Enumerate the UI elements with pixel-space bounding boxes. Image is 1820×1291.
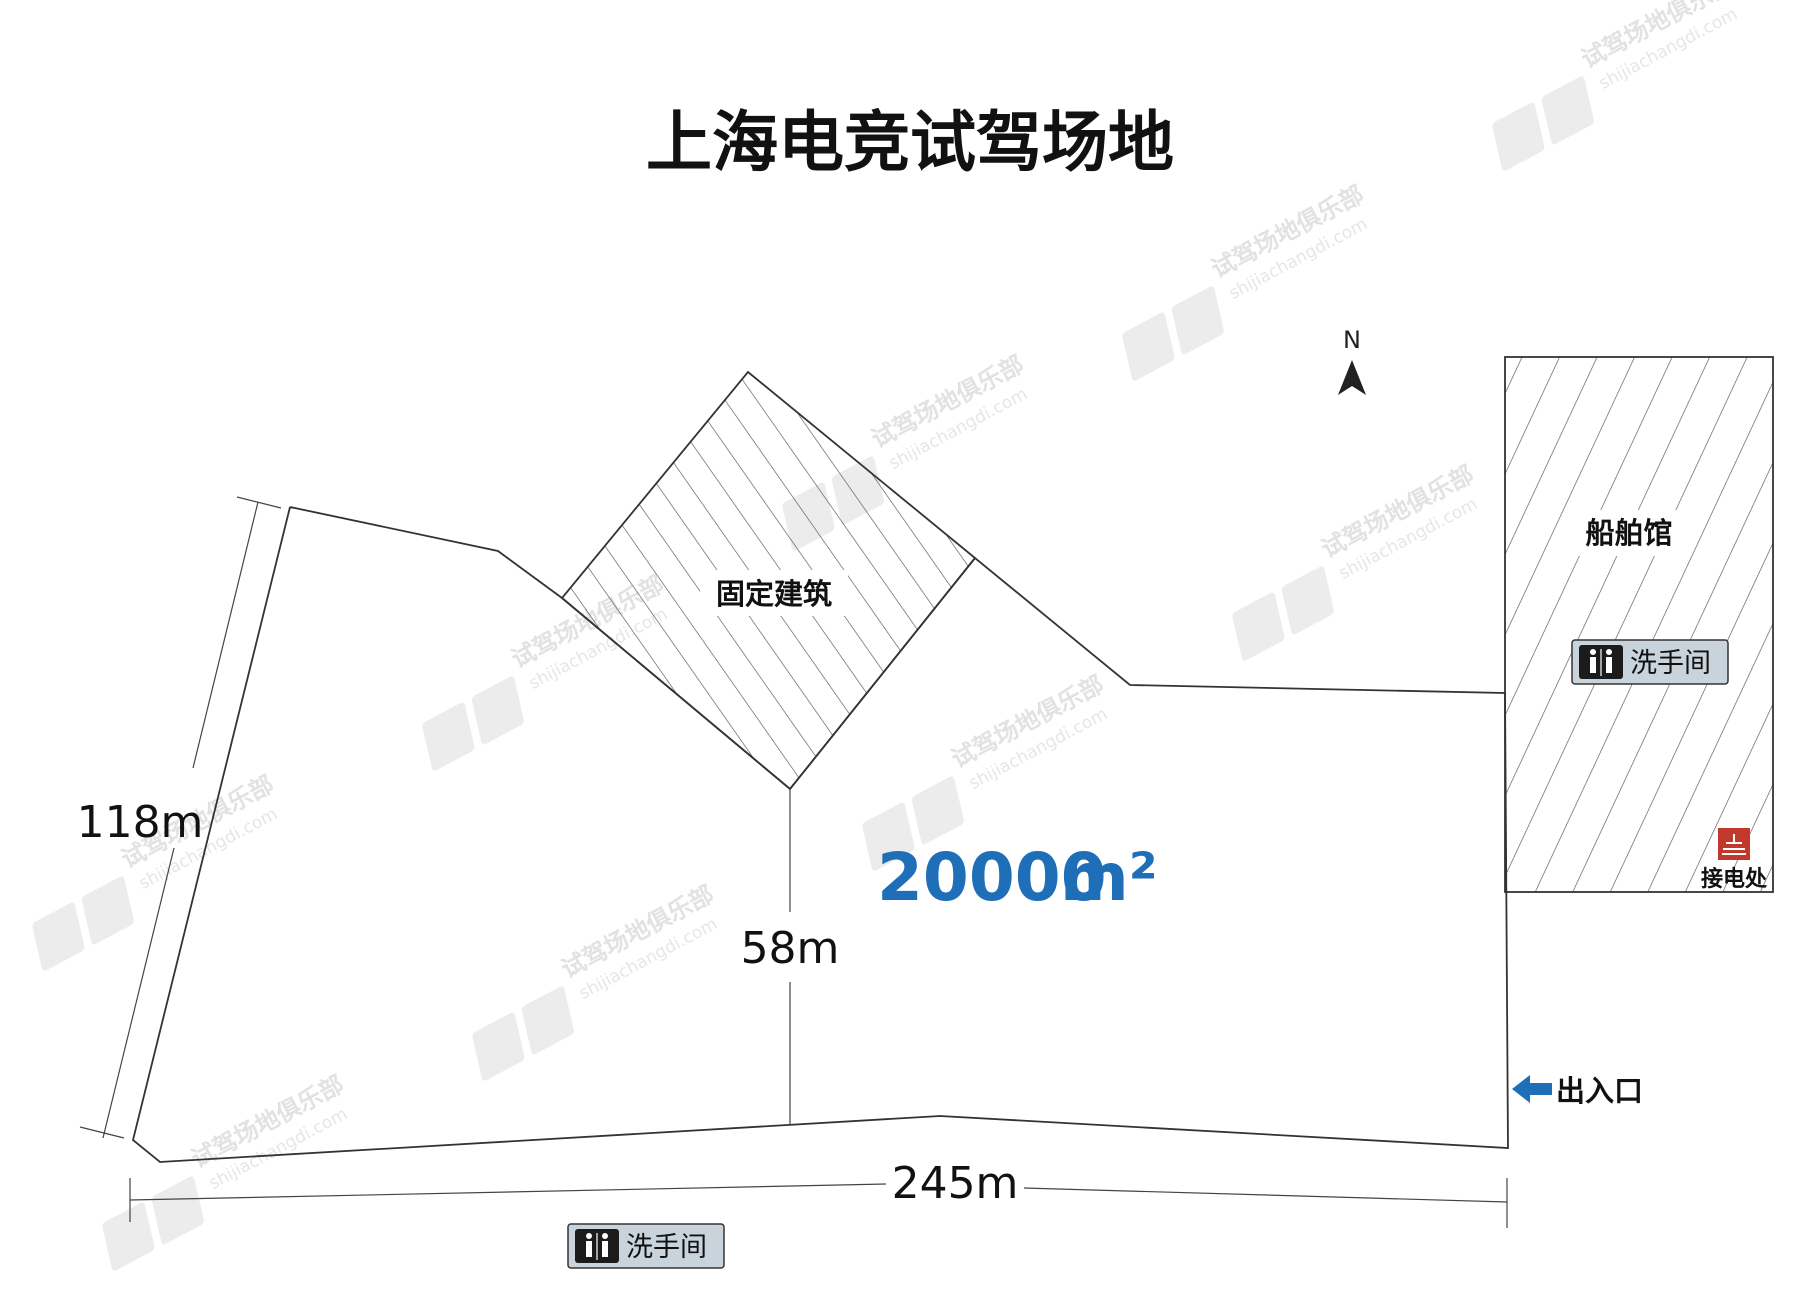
fixed-building-label: 固定建筑 (716, 577, 832, 611)
area-value: 20000 (877, 839, 1107, 916)
ship-hall-label-bg (1568, 510, 1690, 556)
dimension-left-label: 118m (77, 797, 204, 848)
watermark-logo: 试驾场地俱乐部 shijiachangdi.com (460, 880, 721, 1083)
ship-hall-label: 船舶馆 (1585, 516, 1672, 550)
power-point: 接电处 (1701, 828, 1767, 892)
arrow-left-icon (1512, 1075, 1552, 1103)
ship-hall-building (1504, 356, 1774, 893)
restroom-sign: 洗手间 (1571, 639, 1729, 685)
dimension-bottom-label: 245m (892, 1158, 1019, 1209)
fixed-building-label-bg (700, 570, 848, 616)
watermark-logo: 试驾场地俱乐部 shijiachangdi.com (90, 1070, 351, 1273)
power-label: 接电处 (1701, 866, 1767, 892)
dimension-bottom: 245m (129, 1158, 1508, 1228)
restroom-sign-bottom: 洗手间 (567, 1223, 725, 1269)
dimension-inner-label: 58m (741, 923, 840, 974)
watermark-logo: 试驾场地俱乐部 shijiachangdi.com (1220, 460, 1481, 663)
north-arrow-icon: N (1338, 326, 1366, 395)
entrance-label: 出入口 (1556, 1074, 1643, 1108)
entrance-marker: 出入口 (1512, 1074, 1643, 1108)
map-title: 上海电竞试驾场地 (646, 104, 1174, 181)
dimension-inner: 58m (741, 789, 840, 1125)
restroom-label-bottom: 洗手间 (626, 1232, 707, 1263)
north-label: N (1343, 326, 1361, 354)
watermark-logo: 试驾场地俱乐部 shijiachangdi.com (1480, 0, 1741, 173)
area-unit: m² (1060, 839, 1158, 916)
dimension-left: 118m (77, 496, 282, 1139)
site-boundary (131, 506, 1509, 1163)
restroom-label: 洗手间 (1630, 648, 1711, 679)
